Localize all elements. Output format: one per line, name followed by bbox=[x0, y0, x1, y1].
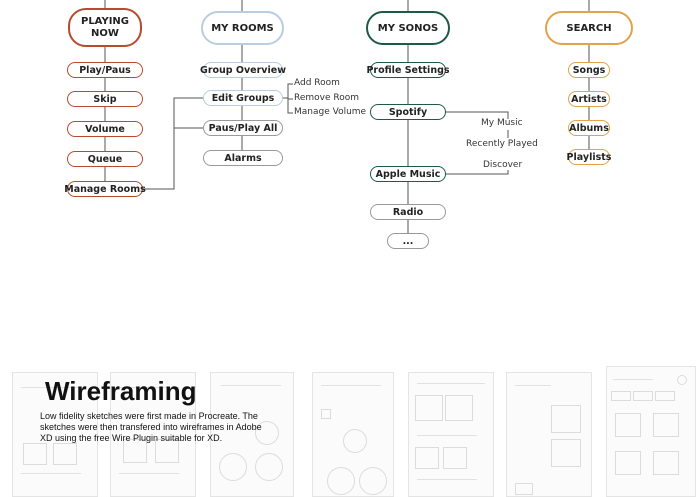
node-label: Profile Settings bbox=[366, 64, 450, 76]
node-label: Manage Rooms bbox=[64, 183, 146, 195]
node-label: Paus/Play All bbox=[208, 122, 278, 134]
node-label: Edit Groups bbox=[211, 92, 275, 104]
node-label: Apple Music bbox=[375, 168, 441, 180]
my-sonos-header[interactable]: MY SONOS bbox=[366, 11, 450, 45]
play-pause-node[interactable]: Play/Paus bbox=[67, 62, 143, 78]
node-label: ... bbox=[402, 235, 414, 247]
manage-rooms-node[interactable]: Manage Rooms bbox=[64, 181, 146, 197]
node-label: Group Overview bbox=[200, 64, 286, 76]
node-label: Songs bbox=[572, 64, 606, 76]
node-label: Playlists bbox=[566, 151, 612, 163]
manage-volume-label: Manage Volume bbox=[294, 107, 367, 117]
node-label: Volume bbox=[85, 123, 125, 135]
wireframing-title: Wireframing bbox=[45, 376, 197, 406]
paus-play-all-node[interactable]: Paus/Play All bbox=[203, 120, 283, 136]
group-overview-node[interactable]: Group Overview bbox=[200, 62, 286, 78]
skip-node[interactable]: Skip bbox=[67, 91, 143, 107]
discover-label: Discover bbox=[483, 160, 523, 170]
alarms-node[interactable]: Alarms bbox=[203, 150, 283, 166]
node-label: Spotify bbox=[388, 106, 428, 118]
playing-now-header[interactable]: PLAYING NOW bbox=[68, 8, 142, 47]
add-room-label: Add Room bbox=[294, 78, 340, 88]
artists-node[interactable]: Artists bbox=[568, 91, 610, 107]
radio-node[interactable]: Radio bbox=[370, 204, 446, 220]
sketch-thumbnail bbox=[606, 366, 696, 497]
node-label: Albums bbox=[569, 122, 609, 134]
sitemap-diagram: PLAYING NOW Play/Paus Skip Volume Queue … bbox=[64, 0, 633, 249]
albums-node[interactable]: Albums bbox=[568, 120, 610, 136]
more-node[interactable]: ... bbox=[387, 233, 429, 249]
sketch-thumbnail bbox=[506, 372, 592, 497]
sketch-thumbnail bbox=[110, 372, 196, 497]
node-label: Alarms bbox=[224, 152, 262, 164]
edit-groups-node[interactable]: Edit Groups bbox=[203, 90, 283, 106]
playlists-node[interactable]: Playlists bbox=[566, 149, 612, 165]
remove-room-label: Remove Room bbox=[294, 93, 360, 103]
playing-now-title: PLAYING NOW bbox=[80, 15, 130, 39]
spotify-node[interactable]: Spotify bbox=[370, 104, 446, 120]
my-rooms-header[interactable]: MY ROOMS bbox=[201, 11, 284, 45]
apple-music-node[interactable]: Apple Music bbox=[370, 166, 446, 182]
songs-node[interactable]: Songs bbox=[568, 62, 610, 78]
search-title: SEARCH bbox=[566, 22, 612, 34]
node-label: Skip bbox=[93, 93, 117, 105]
sketch-thumbnail bbox=[210, 372, 294, 497]
volume-node[interactable]: Volume bbox=[67, 121, 143, 137]
my-sonos-title: MY SONOS bbox=[377, 22, 439, 34]
sketch-thumbnail bbox=[312, 372, 394, 497]
profile-settings-node[interactable]: Profile Settings bbox=[366, 62, 450, 78]
wireframing-description: Low fidelity sketches were first made in… bbox=[40, 411, 262, 443]
node-label: Artists bbox=[571, 93, 607, 105]
sketch-thumbnail bbox=[12, 372, 98, 497]
queue-node[interactable]: Queue bbox=[67, 151, 143, 167]
recently-played-label: Recently Played bbox=[466, 139, 538, 149]
node-label: Queue bbox=[87, 153, 123, 165]
my-rooms-title: MY ROOMS bbox=[211, 22, 274, 34]
node-label: Radio bbox=[392, 206, 424, 218]
my-music-label: My Music bbox=[481, 118, 523, 128]
sketch-thumbnail bbox=[408, 372, 494, 497]
node-label: Play/Paus bbox=[79, 64, 131, 76]
search-header[interactable]: SEARCH bbox=[545, 11, 633, 45]
